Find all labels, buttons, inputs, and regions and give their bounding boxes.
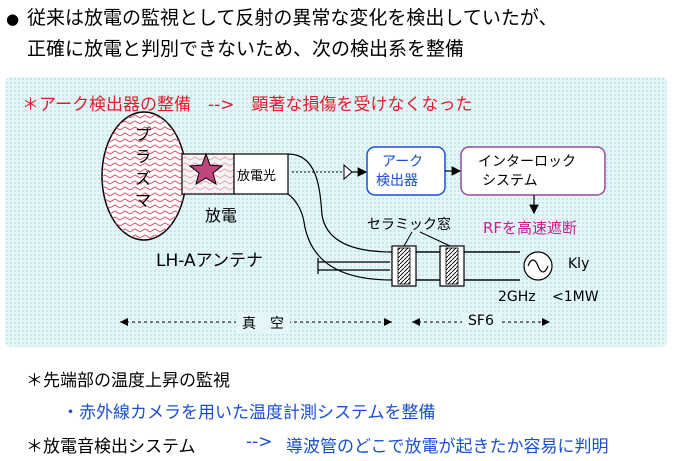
antenna-section bbox=[233, 153, 289, 195]
header-line-1: 従来は放電の監視として反射の異常な変化を検出していたが、 bbox=[27, 7, 558, 29]
power-label: <1MW bbox=[552, 289, 599, 305]
arc-detector-line-1: アーク bbox=[382, 154, 424, 170]
panel-title: ＊アーク検出器の整備 --> 顕著な損傷を受けなくなった bbox=[22, 95, 473, 115]
discharge-star-icon bbox=[188, 152, 224, 186]
bullet-icon: ● bbox=[6, 10, 20, 28]
sound-detect-desc: 導波管のどこで放電が起きたか容易に判明 bbox=[286, 437, 609, 457]
discharge-label: 放電 bbox=[205, 206, 238, 225]
interlock-line-2: システム bbox=[482, 173, 538, 189]
rf-cutoff-label: RFを高速遮断 bbox=[483, 219, 578, 237]
sound-detect-arrow: --> bbox=[246, 432, 273, 452]
sf6-label: SF6 bbox=[462, 313, 500, 329]
ceramic-window-label: セラミック窓 bbox=[367, 217, 451, 233]
discharge-light-label: 放電光 bbox=[237, 169, 277, 184]
vacuum-label: 真 空 bbox=[236, 313, 290, 333]
optical-connector bbox=[343, 163, 353, 181]
interlock-line-1: インターロック bbox=[478, 154, 576, 170]
temp-monitor-title: ＊先端部の温度上昇の監視 bbox=[26, 371, 230, 391]
header-line-2: 正確に放電と判別できないため、次の検出系を整備 bbox=[27, 38, 465, 60]
arc-detector-line-2: 検出器 bbox=[376, 173, 418, 189]
sound-detect-title: ＊放電音検出システム bbox=[26, 437, 196, 457]
klystron-label: Kly bbox=[568, 256, 590, 272]
temp-monitor-desc: ・赤外線カメラを用いた温度計測システムを整備 bbox=[62, 403, 436, 423]
interlock-box bbox=[460, 146, 606, 196]
plasma-label: プラズマ bbox=[135, 125, 152, 210]
frequency-label: 2GHz bbox=[498, 289, 536, 305]
waveguide-lower bbox=[287, 193, 520, 281]
antenna-label: LH-Aアンテナ bbox=[156, 251, 263, 271]
waveguide-upper bbox=[287, 153, 520, 253]
